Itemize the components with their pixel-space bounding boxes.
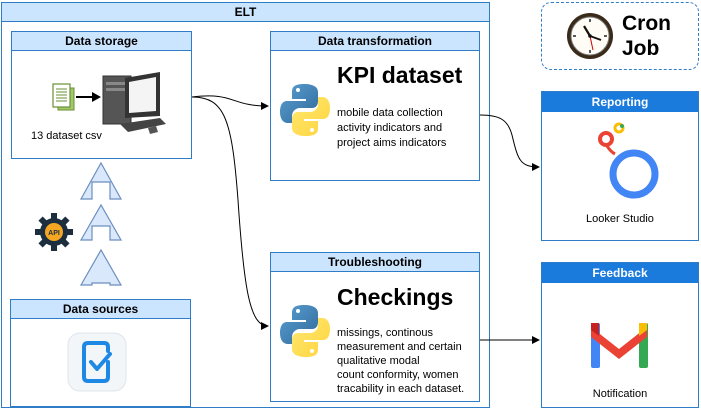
checkings-heading: Checkings [337,284,454,310]
checkings-line-3: qualitative modal [337,355,420,367]
looker-studio-icon [598,122,659,199]
reporting-title: Reporting [542,92,698,112]
notification-caption: Notification [592,388,648,400]
cron-job-box: Cron Job [541,2,699,70]
transformation-to-reporting-connector [479,114,540,171]
feedback-title: Feedback [542,263,698,283]
kpi-line-2: activity indicators and [337,122,443,134]
storage-to-transformation-connector [191,95,269,110]
csv-document-icon [52,83,75,111]
up-arrow-bottom [79,248,123,286]
checkings-line-5: tracability in each dataset. [337,383,465,395]
kpi-dataset-heading: KPI dataset [337,62,463,88]
checkings-line-2: measurement and certain [337,341,462,353]
data-source-app-icon [67,332,127,392]
storage-to-troubleshooting-connector [191,96,269,330]
reporting-box: Reporting Looker Studio [541,91,699,241]
looker-studio-caption: Looker Studio [586,213,654,225]
computer-icon [102,72,166,134]
data-storage-box: Data storage 13 dataset csv [11,31,192,159]
python-icon-troubleshooting [280,305,330,357]
cron-line-2: Job [622,37,660,60]
feedback-box: Feedback Notification [541,262,699,408]
data-transformation-title: Data transformation [271,32,479,51]
checkings-line-1: missings, continous [337,327,433,339]
csv-to-computer-arrow [76,92,101,102]
elt-title: ELT [2,3,489,22]
kpi-line-3: project aims indicators [337,137,447,149]
data-sources-title: Data sources [11,300,190,319]
kpi-line-1: mobile data collection [337,107,443,119]
cron-line-1: Cron [622,12,671,35]
dataset-csv-caption: 13 dataset csv [31,130,102,142]
gmail-icon [591,323,648,368]
up-arrow-middle [79,203,123,241]
clock-icon [567,13,613,59]
api-label: API [48,230,60,237]
checkings-line-4: count conformity, women [337,369,459,381]
python-icon-transformation [280,84,330,136]
troubleshooting-title: Troubleshooting [271,253,479,272]
data-storage-title: Data storage [12,32,191,51]
up-arrow-top [79,161,123,200]
upward-arrows [79,161,123,286]
api-gear-icon: API [35,213,73,251]
